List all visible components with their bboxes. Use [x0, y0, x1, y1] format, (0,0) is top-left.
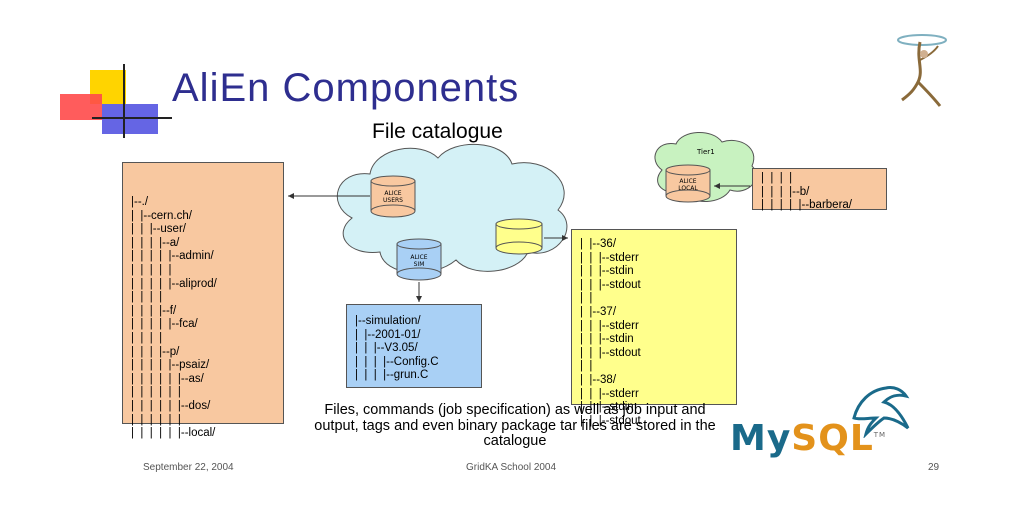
- tier1-tree: | | | | | | | |--b/ | | | | |--barbera/: [752, 168, 887, 211]
- alice-users-tree: |--./ | |--cern.ch/ | | |--user/ | | | |…: [122, 162, 284, 439]
- page-title: AliEn Components: [172, 66, 520, 110]
- catalogue-description: Files, commands (job specification) as w…: [314, 402, 716, 449]
- mysql-logo-my: My: [730, 418, 792, 459]
- jobs-database-icon: [495, 218, 543, 255]
- catalogue-cloud: [336, 143, 568, 274]
- mysql-logo-tm: TM: [873, 431, 887, 439]
- alice-sim-database-icon: [396, 238, 442, 281]
- footer-date: September 22, 2004: [143, 462, 234, 473]
- mysql-logo-sql: SQL: [791, 418, 874, 459]
- slide-logo-squares: [60, 64, 172, 138]
- alice-users-database-icon: [370, 175, 416, 218]
- subtitle: File catalogue: [372, 120, 503, 143]
- alice-local-database-icon: [665, 164, 711, 203]
- mysql-logo: MySQLTM: [730, 418, 886, 459]
- alice-sim-tree: |--simulation/ | |--2001-01/ | | |--V3.0…: [346, 304, 482, 388]
- footer-page-number: 29: [928, 462, 940, 473]
- alien-mascot-icon: [897, 34, 947, 107]
- footer-event: GridKA School 2004: [466, 462, 557, 473]
- mysql-dolphin-icon: [852, 386, 910, 438]
- tier1-label: Tier1: [697, 148, 715, 156]
- jobs-tree: | |--36/ | | |--stderr | | |--stdin | | …: [571, 229, 737, 427]
